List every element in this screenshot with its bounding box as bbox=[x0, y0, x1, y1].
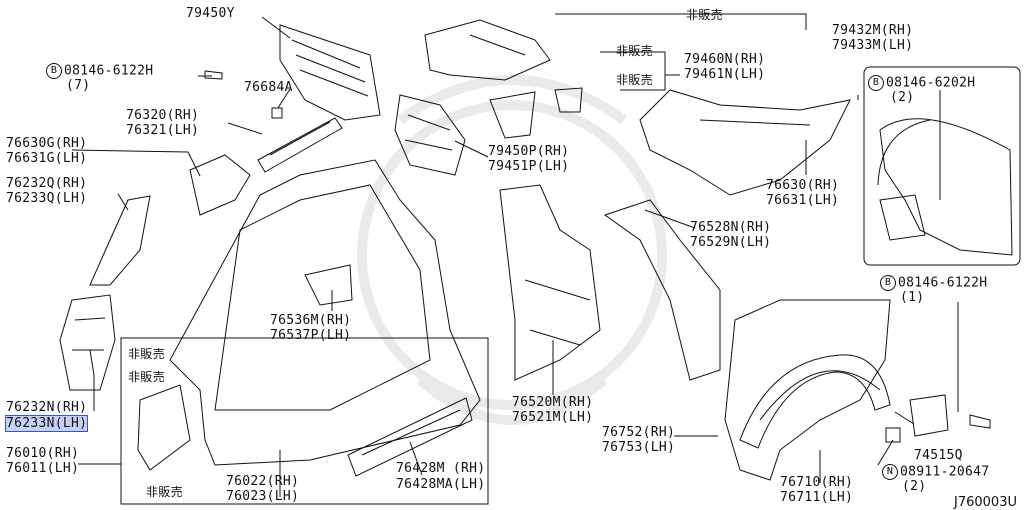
label-76233n-lh-highlighted[interactable]: 76233N(LH) bbox=[4, 415, 89, 432]
body-side-outer bbox=[169, 159, 481, 466]
label-76428m-rh[interactable]: 76428M (RH) bbox=[396, 461, 486, 476]
qty-1: (1) bbox=[900, 290, 925, 305]
label-not-for-sale-3: 非販売 bbox=[146, 485, 183, 499]
label-76630-rh[interactable]: 76630(RH) bbox=[766, 178, 840, 193]
nut-marker-icon: N bbox=[882, 464, 898, 480]
label-not-for-sale-top: 非販売 bbox=[686, 8, 723, 22]
bracket-74515q bbox=[909, 394, 949, 437]
label-76631g-lh[interactable]: 76631G(LH) bbox=[6, 151, 88, 166]
label-76520m-rh[interactable]: 76520M(RH) bbox=[512, 395, 594, 410]
label-76023-lh[interactable]: 76023(LH) bbox=[226, 489, 300, 504]
detail-wheelarch bbox=[877, 118, 1013, 256]
bolt-marker-icon: B bbox=[880, 275, 896, 291]
pillar-76528n bbox=[603, 199, 721, 381]
detail-bracket bbox=[879, 194, 926, 241]
label-76684a[interactable]: 76684A bbox=[244, 80, 293, 95]
bracket-not-for-sale bbox=[137, 384, 191, 471]
label-76528n-rh[interactable]: 76528N(RH) bbox=[690, 220, 772, 235]
bolt-marker-icon: B bbox=[46, 63, 62, 79]
bolt-76684a bbox=[271, 107, 283, 119]
bolt-b1 bbox=[204, 70, 223, 80]
bolt-marker-icon: B bbox=[868, 75, 884, 91]
label-76537p-lh[interactable]: 76537P(LH) bbox=[270, 328, 352, 343]
part-number: 08146-6202H bbox=[886, 75, 976, 91]
label-76232q-rh[interactable]: 76232Q(RH) bbox=[6, 176, 88, 191]
label-76022-rh[interactable]: 76022(RH) bbox=[226, 474, 300, 489]
label-76320-rh[interactable]: 76320(RH) bbox=[126, 108, 200, 123]
qty-2-detail: (2) bbox=[890, 90, 915, 105]
label-79451p-lh[interactable]: 79451P(LH) bbox=[488, 159, 570, 174]
detail-box-right bbox=[863, 66, 1021, 266]
panel-79460n bbox=[489, 91, 536, 139]
pillar-76232q bbox=[89, 195, 151, 286]
panel-79432m bbox=[424, 19, 551, 81]
part-number: 08146-6122H bbox=[898, 275, 988, 291]
roof-rail-rear-panel bbox=[279, 24, 381, 121]
bracket-76630g bbox=[189, 154, 251, 216]
label-76010-rh[interactable]: 76010(RH) bbox=[6, 446, 80, 461]
arch-76752 bbox=[739, 354, 891, 449]
label-79433m-lh[interactable]: 79433M(LH) bbox=[832, 38, 914, 53]
part-number: 08146-6122H bbox=[64, 63, 154, 79]
rail-76320 bbox=[257, 117, 343, 173]
label-76232n-rh[interactable]: 76232N(RH) bbox=[6, 400, 88, 415]
pillar-76232n bbox=[59, 294, 116, 391]
bolt-08146-6122h-1 bbox=[969, 414, 991, 429]
label-79460n-rh[interactable]: 79460N(RH) bbox=[684, 52, 766, 67]
label-76631-lh[interactable]: 76631(LH) bbox=[766, 193, 840, 208]
label-76753-lh[interactable]: 76753(LH) bbox=[602, 440, 676, 455]
label-79432m-rh[interactable]: 79432M(RH) bbox=[832, 23, 914, 38]
label-not-for-sale-2: 非販売 bbox=[128, 370, 165, 384]
label-not-for-sale-1: 非販売 bbox=[128, 347, 165, 361]
label-76711-lh[interactable]: 76711(LH) bbox=[780, 490, 854, 505]
label-76710-rh[interactable]: 76710(RH) bbox=[780, 475, 854, 490]
detail-box-left bbox=[120, 337, 489, 505]
bracket-76536m bbox=[304, 264, 353, 306]
label-74515q[interactable]: 74515Q bbox=[914, 448, 963, 463]
pillar-76520m bbox=[499, 184, 601, 381]
wheelhouse-76710 bbox=[724, 299, 891, 481]
label-76630g-rh[interactable]: 76630G(RH) bbox=[6, 136, 88, 151]
nut-08911 bbox=[885, 427, 901, 443]
label-76536m-rh[interactable]: 76536M(RH) bbox=[270, 313, 352, 328]
part-number: 08911-20647 bbox=[900, 464, 990, 480]
label-76752-rh[interactable]: 76752(RH) bbox=[602, 425, 676, 440]
label-76233q-lh[interactable]: 76233Q(LH) bbox=[6, 191, 88, 206]
panel-79450p bbox=[394, 94, 466, 176]
label-76529n-lh[interactable]: 76529N(LH) bbox=[690, 235, 772, 250]
qty-7: (7) bbox=[66, 78, 91, 93]
sill-76428m bbox=[347, 397, 473, 477]
watermark bbox=[357, 75, 667, 425]
label-79450y[interactable]: 79450Y bbox=[186, 6, 235, 21]
leader-lines bbox=[71, 13, 959, 497]
bracket-79461n bbox=[554, 87, 583, 113]
label-not-for-sale-mid: 非販売 bbox=[616, 44, 653, 58]
label-79461n-lh[interactable]: 79461N(LH) bbox=[684, 67, 766, 82]
label-76321-lh[interactable]: 76321(LH) bbox=[126, 123, 200, 138]
qty-2: (2) bbox=[902, 479, 927, 494]
label-76521m-lh[interactable]: 76521M(LH) bbox=[512, 410, 594, 425]
label-79450p-rh[interactable]: 79450P(RH) bbox=[488, 144, 570, 159]
diagram-id: J760003U bbox=[953, 495, 1017, 510]
label-not-for-sale-low: 非販売 bbox=[616, 73, 653, 87]
panel-76630 bbox=[639, 89, 851, 196]
label-76011-lh[interactable]: 76011(LH) bbox=[6, 461, 80, 476]
label-76428ma-lh[interactable]: 76428MA(LH) bbox=[396, 477, 486, 492]
